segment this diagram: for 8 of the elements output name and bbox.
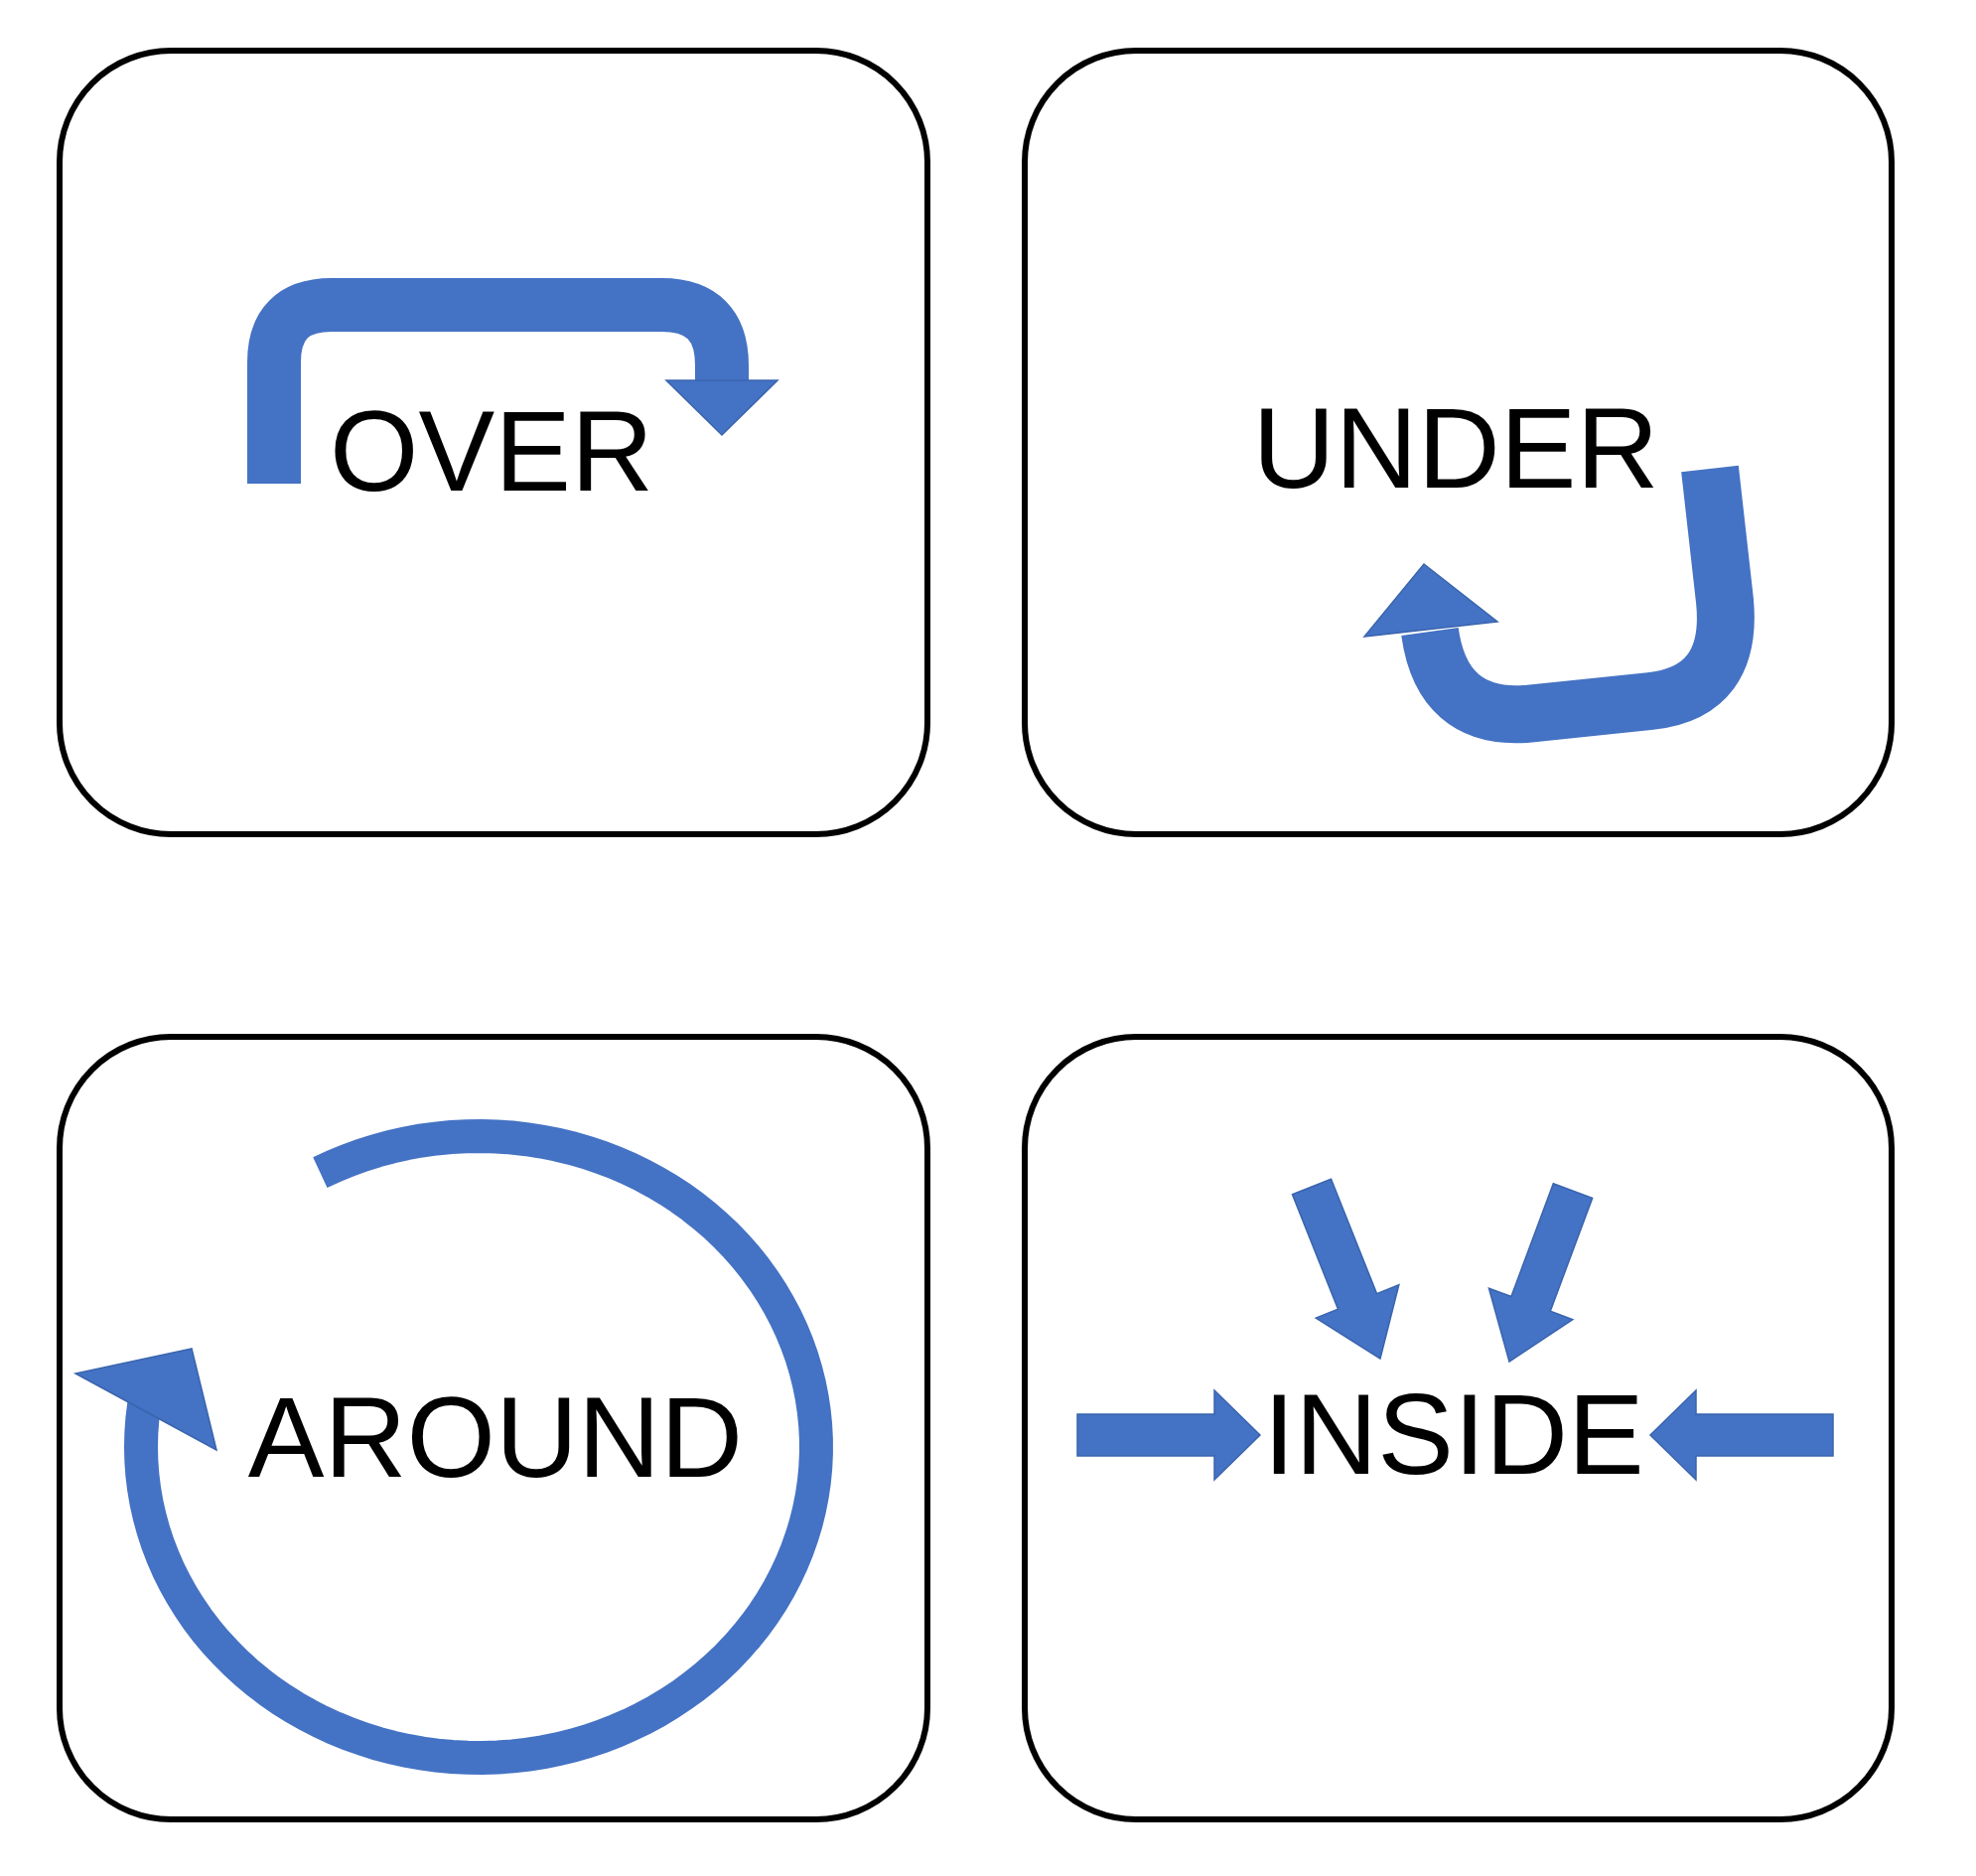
rounded-card [1022,1034,1895,1822]
word-label: OVER [330,393,653,508]
rounded-card [57,1034,930,1822]
rounded-card [57,48,930,837]
word-label: UNDER [1252,390,1659,505]
rounded-card [1022,48,1895,837]
word-label: AROUND [247,1379,744,1495]
word-label: INSIDE [1263,1376,1644,1492]
